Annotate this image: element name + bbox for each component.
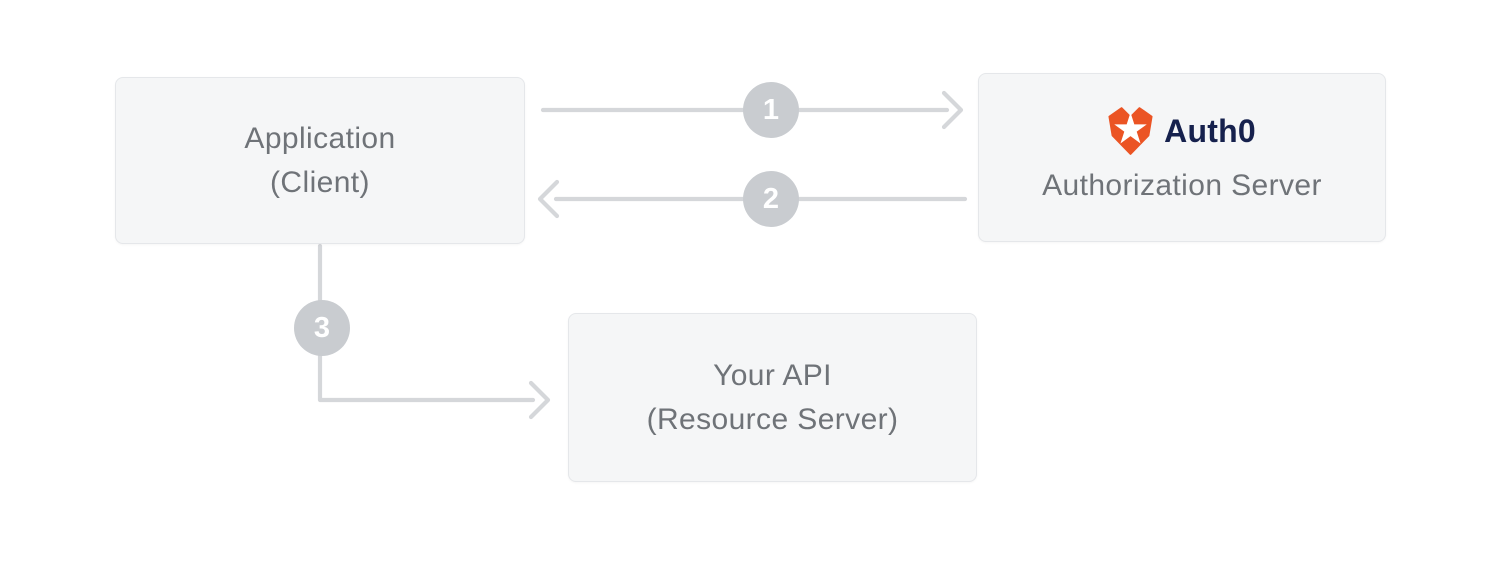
star-icon xyxy=(1114,112,1147,144)
api-label-line1: Your API xyxy=(713,358,832,392)
arrow-left-head-icon xyxy=(537,179,560,219)
your-api-box: Your API (Resource Server) xyxy=(568,313,977,482)
api-label-line2: (Resource Server) xyxy=(646,402,899,436)
auth0-brand-name: Auth0 xyxy=(1164,112,1256,149)
step-2-badge: 2 xyxy=(743,171,799,227)
auth0-brand-row: Auth0 xyxy=(1108,107,1256,155)
auth0-shield-star-icon xyxy=(1108,107,1153,155)
step-1-badge: 1 xyxy=(743,82,799,138)
step-3-badge: 3 xyxy=(294,300,350,356)
authorization-server-label: Authorization Server xyxy=(1042,169,1322,202)
arrow-step-3 xyxy=(317,243,551,420)
authorization-server-box: Auth0 Authorization Server xyxy=(978,73,1386,242)
arrow-right-head-icon xyxy=(941,90,964,130)
application-label-line2: (Client) xyxy=(270,165,370,199)
arrow-right-head-icon xyxy=(528,380,551,420)
application-client-box: Application (Client) xyxy=(115,77,525,244)
application-label-line1: Application xyxy=(244,121,396,155)
